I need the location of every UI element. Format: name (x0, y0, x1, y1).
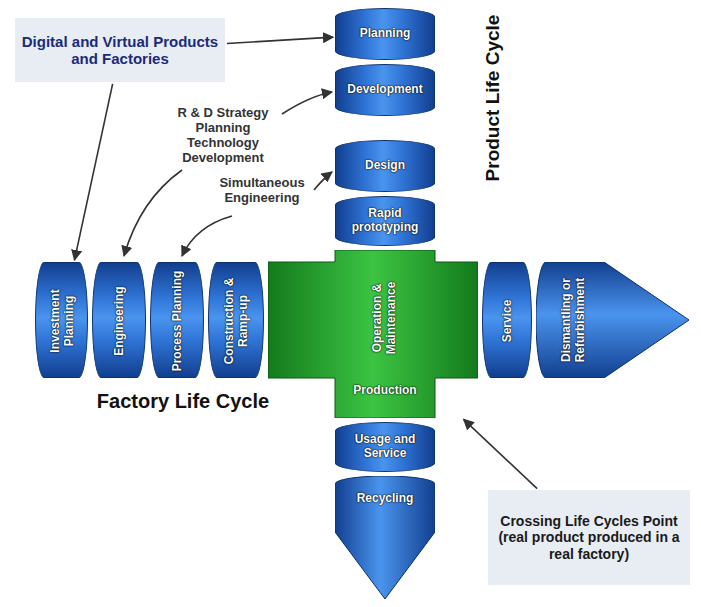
crossing-shape (268, 250, 478, 418)
cylinder-stage: Rapid prototyping (335, 196, 435, 246)
stage-text: Recycling (357, 492, 414, 506)
stage-text: Construction & Ramp-up (223, 268, 251, 374)
stage-text: Production (335, 384, 435, 398)
stage-text: Rapid prototyping (342, 207, 428, 235)
cylinder-stage: Design (335, 140, 435, 192)
cylinder-stage: Process Planning (150, 262, 204, 378)
stage-text: Crossing Life Cycles Point (real product… (494, 513, 684, 561)
connector-arrow (74, 84, 112, 260)
stage-text: Service (501, 268, 515, 374)
stage-text: Operation & Maintenance (371, 268, 399, 368)
stage-text: Engineering (113, 268, 127, 374)
cylinder-stage: Investment Planning (35, 262, 88, 378)
leader-arrow (182, 216, 232, 256)
stage-text: Usage and Service (342, 433, 428, 461)
annotation-text: Simultaneous Engineering (210, 176, 314, 206)
cylinder-stage: Service (482, 262, 532, 378)
cylinder-stage: Development (335, 64, 435, 116)
arrow-shape (536, 262, 689, 378)
arrow-shape (335, 476, 435, 599)
callout-box: Crossing Life Cycles Point (real product… (488, 490, 690, 585)
cylinder-stage: Construction & Ramp-up (208, 262, 264, 378)
connector-arrow (464, 419, 538, 488)
stage-text: Design (365, 159, 405, 173)
stage-text: Digital and Virtual Products and Factori… (21, 33, 219, 68)
cylinder-stage: Planning (335, 8, 435, 60)
leader-arrow (124, 170, 182, 256)
connector-arrow (227, 37, 333, 43)
crossing-point: Operation & MaintenanceProduction (268, 250, 478, 418)
stage-text: Dismantling or Refurbishment (560, 267, 588, 373)
callout-box: Digital and Virtual Products and Factori… (15, 18, 225, 82)
annotation-text: R & D Strategy Planning Technology Devel… (158, 106, 288, 166)
cylinder-stage: Usage and Service (335, 422, 435, 472)
cycle-title: Product Life Cycle (482, 8, 504, 188)
stage-text: Investment Planning (49, 268, 77, 374)
leader-arrow (282, 92, 332, 114)
stage-shape (536, 262, 690, 378)
cylinder-stage: Engineering (92, 262, 146, 378)
cycle-title: Factory Life Cycle (78, 390, 288, 413)
arrow-stage: Recycling (335, 476, 435, 600)
arrow-stage: Dismantling or Refurbishment (536, 262, 690, 378)
stage-text: Process Planning (171, 268, 185, 374)
stage-text: Development (347, 83, 422, 97)
leader-arrow (314, 172, 332, 190)
stage-text: Planning (360, 27, 411, 41)
